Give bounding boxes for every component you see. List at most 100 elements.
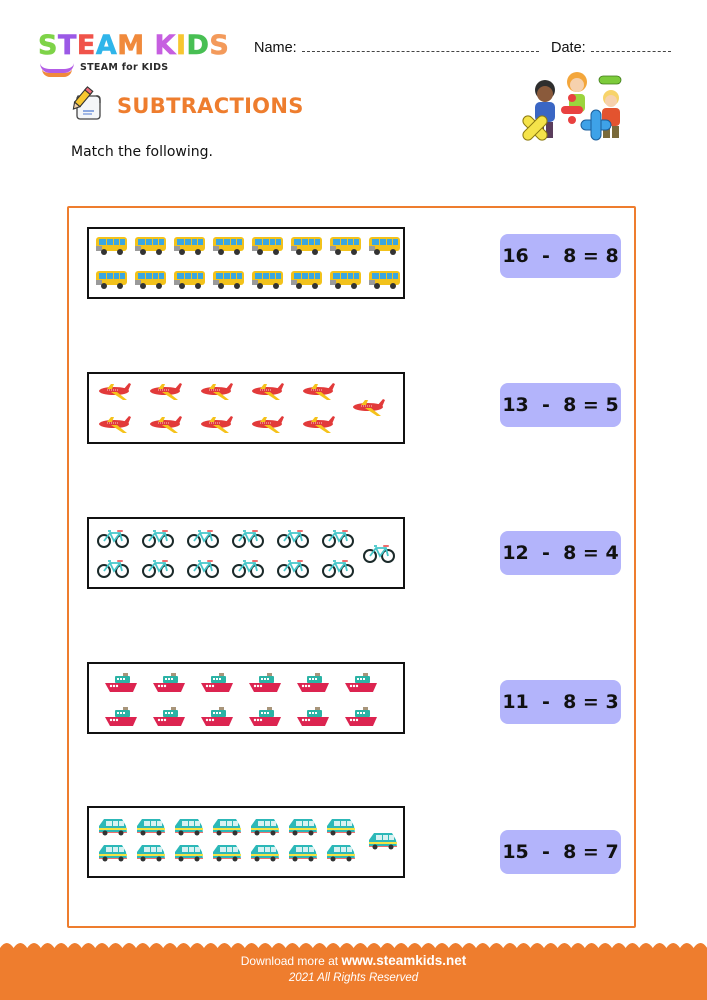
footer-scallop-edge <box>0 943 707 952</box>
steam-kids-logo: STEAM KIDS STEAM for KIDS <box>38 30 238 77</box>
airplane-icon <box>97 414 133 436</box>
car-icon <box>323 816 359 838</box>
bus-icon <box>288 235 324 257</box>
logo-wordmark: STEAM KIDS <box>38 30 230 61</box>
ship-icon <box>199 706 235 728</box>
vehicle-row-buses[interactable] <box>87 227 405 299</box>
date-label: Date: <box>551 40 586 56</box>
vehicle-row-cars[interactable] <box>87 806 405 878</box>
vehicle-row-airplanes[interactable] <box>87 372 405 444</box>
car-icon <box>171 816 207 838</box>
logo-letter: A <box>95 30 118 61</box>
bicycle-icon <box>230 527 266 549</box>
website-link[interactable]: www.steamkids.net <box>341 953 467 968</box>
bicycle-icon <box>140 557 176 579</box>
car-icon <box>247 816 283 838</box>
car-icon <box>365 830 401 852</box>
bus-icon <box>249 269 285 291</box>
bicycle-icon <box>95 557 131 579</box>
instruction-text: Match the following. <box>71 144 213 160</box>
name-label: Name: <box>254 40 297 56</box>
equation-box[interactable]: 16 - 8 = 8 <box>500 234 621 278</box>
name-field[interactable]: Name: <box>254 40 539 56</box>
equation-box[interactable]: 15 - 8 = 7 <box>500 830 621 874</box>
logo-letter: D <box>186 30 210 61</box>
bicycle-icon <box>140 527 176 549</box>
ship-icon <box>103 672 139 694</box>
car-icon <box>247 842 283 864</box>
bus-icon <box>210 269 246 291</box>
logo-letter: S <box>38 30 58 61</box>
car-icon <box>133 842 169 864</box>
name-blank-line[interactable] <box>301 42 539 52</box>
bus-icon <box>132 235 168 257</box>
car-icon <box>209 816 245 838</box>
bicycle-icon <box>275 527 311 549</box>
ship-icon <box>151 672 187 694</box>
logo-letter: K <box>154 30 176 61</box>
bus-icon <box>171 235 207 257</box>
vehicle-row-bicycles[interactable] <box>87 517 405 589</box>
bus-icon <box>171 269 207 291</box>
logo-subtitle: STEAM for KIDS <box>80 62 169 73</box>
bicycle-icon <box>320 557 356 579</box>
equation-box[interactable]: 12 - 8 = 4 <box>500 531 621 575</box>
airplane-icon <box>148 381 184 403</box>
airplane-icon <box>351 397 387 419</box>
bus-icon <box>132 269 168 291</box>
car-icon <box>285 816 321 838</box>
logo-swoosh-orange <box>42 69 72 77</box>
bicycle-icon <box>275 557 311 579</box>
footer-download-text: Download more at www.steamkids.net <box>0 953 707 968</box>
kids-math-illustration <box>522 72 622 141</box>
bicycle-icon <box>361 542 397 564</box>
car-icon <box>171 842 207 864</box>
bicycle-icon <box>230 557 266 579</box>
date-field[interactable]: Date: <box>551 40 671 56</box>
ship-icon <box>343 672 379 694</box>
bus-icon <box>93 235 129 257</box>
worksheet-frame <box>67 206 636 928</box>
bus-icon <box>210 235 246 257</box>
footer-band <box>0 950 707 1000</box>
ship-icon <box>247 672 283 694</box>
pencil-paper-icon <box>72 86 101 120</box>
vehicle-row-ships[interactable] <box>87 662 405 734</box>
airplane-icon <box>148 414 184 436</box>
airplane-icon <box>97 381 133 403</box>
bus-icon <box>288 269 324 291</box>
bus-icon <box>327 269 363 291</box>
logo-letter: E <box>76 30 96 61</box>
car-icon <box>323 842 359 864</box>
bicycle-icon <box>320 527 356 549</box>
car-icon <box>133 816 169 838</box>
bus-icon <box>249 235 285 257</box>
ship-icon <box>247 706 283 728</box>
ship-icon <box>295 706 331 728</box>
car-icon <box>285 842 321 864</box>
logo-letter: I <box>175 30 187 61</box>
ship-icon <box>343 706 379 728</box>
car-icon <box>95 842 131 864</box>
car-icon <box>209 842 245 864</box>
date-blank-line[interactable] <box>590 42 671 52</box>
airplane-icon <box>199 381 235 403</box>
airplane-icon <box>199 414 235 436</box>
bus-icon <box>327 235 363 257</box>
footer-copyright: 2021 All Rights Reserved <box>288 972 419 984</box>
car-icon <box>95 816 131 838</box>
equation-box[interactable]: 13 - 8 = 5 <box>500 383 621 427</box>
logo-letter: M <box>117 30 145 61</box>
ship-icon <box>151 706 187 728</box>
download-prefix: Download more at <box>240 954 342 968</box>
equation-box[interactable]: 11 - 8 = 3 <box>500 680 621 724</box>
bicycle-icon <box>185 557 221 579</box>
logo-letter: T <box>57 30 77 61</box>
ship-icon <box>199 672 235 694</box>
logo-letter <box>145 31 155 61</box>
ship-icon <box>103 706 139 728</box>
airplane-icon <box>250 381 286 403</box>
worksheet-title: SUBTRACTIONS <box>117 94 304 118</box>
bicycle-icon <box>185 527 221 549</box>
logo-letter: S <box>209 30 230 61</box>
